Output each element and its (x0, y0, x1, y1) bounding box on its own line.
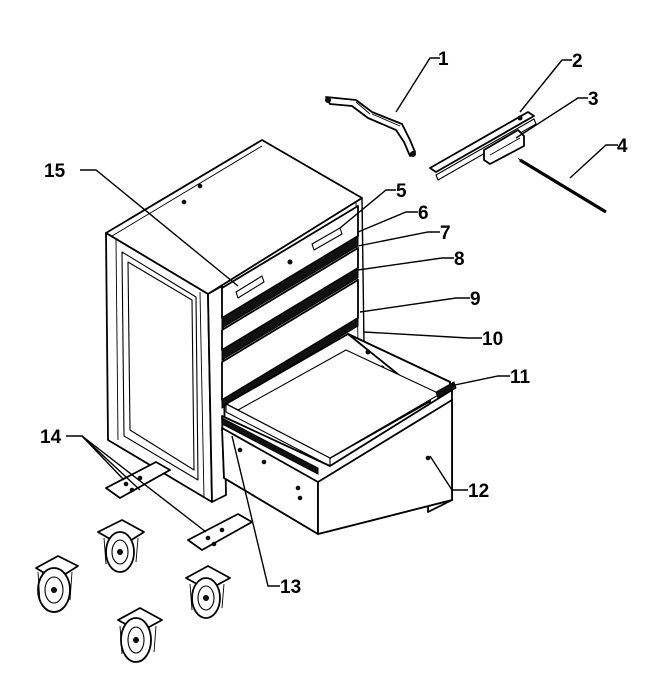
third-drawer (221, 279, 359, 409)
callout-15: 15 (44, 161, 66, 182)
callout-13: 13 (280, 577, 301, 598)
callout-4: 4 (617, 136, 628, 157)
part-3-slide-bracket (483, 129, 525, 165)
callout-8: 8 (454, 249, 465, 270)
caster-wheel-1 (97, 519, 145, 573)
callout-2: 2 (572, 51, 583, 72)
pulled-out-drawer (221, 333, 457, 535)
callout-11: 11 (510, 367, 531, 388)
leader-lines (66, 57, 618, 587)
callout-1: 1 (438, 49, 449, 70)
second-drawer (221, 247, 359, 361)
part-4-rod (517, 157, 607, 214)
caster-wheel-3 (185, 565, 231, 619)
callout-labels: 1 2 3 4 5 6 7 8 9 10 11 12 13 14 15 (40, 49, 628, 598)
callout-9: 9 (470, 289, 481, 310)
callout-10: 10 (482, 329, 503, 350)
callout-3: 3 (588, 89, 599, 110)
part-1-bracket (325, 96, 416, 157)
caster-wheel-4 (117, 607, 163, 663)
callout-7: 7 (440, 223, 451, 244)
callout-12: 12 (468, 481, 489, 502)
top-drawer (221, 205, 359, 329)
cabinet-body (105, 139, 365, 503)
caster-wheel-2 (35, 555, 79, 613)
callout-6: 6 (418, 203, 429, 224)
callout-5: 5 (396, 181, 407, 202)
callout-14: 14 (40, 427, 62, 448)
